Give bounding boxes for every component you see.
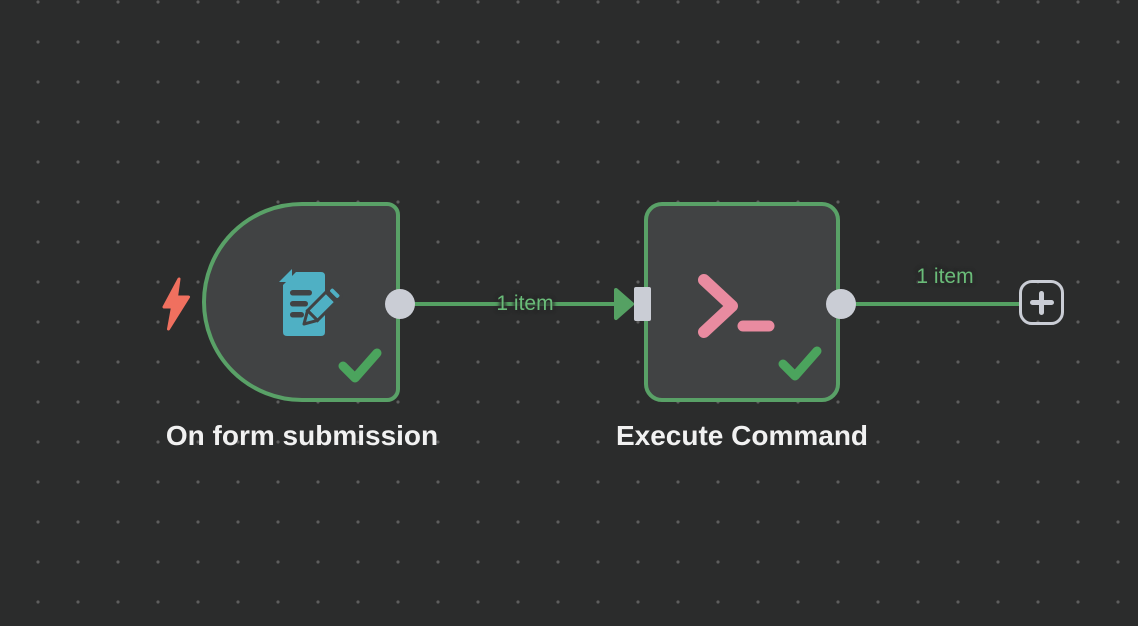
input-endpoint-execute[interactable] <box>634 287 651 321</box>
terminal-icon <box>698 274 775 338</box>
pencil-icon <box>302 285 343 326</box>
connection-line-1[interactable] <box>400 302 618 306</box>
connection-items-label: 1 item <box>916 265 974 288</box>
connection-line-2[interactable] <box>841 302 1021 306</box>
form-icon <box>279 269 343 336</box>
output-endpoint-execute[interactable] <box>826 289 856 319</box>
lightning-bolt-icon <box>162 277 190 331</box>
connection-items-label: 1 item <box>496 292 554 315</box>
node-execute-command[interactable] <box>644 202 840 402</box>
output-endpoint-trigger[interactable] <box>385 289 415 319</box>
success-check-icon <box>778 346 822 381</box>
node-on-form-submission[interactable] <box>202 202 400 402</box>
plus-icon <box>1029 290 1054 315</box>
success-check-icon <box>338 348 382 383</box>
node-title-on-form-submission[interactable]: On form submission <box>165 420 439 451</box>
node-title-execute-command[interactable]: Execute Command <box>615 420 869 451</box>
add-node-button[interactable] <box>1019 280 1064 325</box>
connection-arrow-icon <box>614 288 634 320</box>
